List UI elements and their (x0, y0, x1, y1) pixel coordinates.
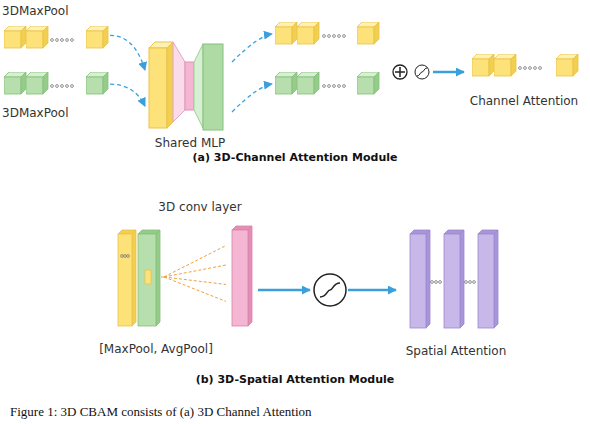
node-shape (145, 40, 235, 152)
node-label: [MaxPool, AvgPool] (99, 342, 213, 356)
input-cubes: 3DMaxPool (2, 68, 110, 122)
connector (110, 84, 145, 106)
connector (164, 246, 226, 302)
subfigure-caption: (b) 3D-Spatial Attention Module (196, 372, 395, 387)
output-cubes-yellow (275, 22, 379, 44)
sigmoid-symbol (314, 274, 346, 306)
node-shape (112, 226, 164, 358)
input-cubes: 3DMaxPool (2, 4, 110, 50)
sigmoid-symbol (415, 65, 429, 79)
node-label: Shared MLP (155, 136, 225, 150)
node-label: 3DMaxPool (2, 4, 69, 18)
flow-arrow (348, 289, 396, 292)
output-cubes-green (275, 72, 379, 94)
node-label: 3D conv layer (158, 200, 241, 214)
output-cubes: Channel Attention (468, 50, 580, 112)
node-shape (226, 200, 258, 330)
conv-layer: 3D conv layer (226, 200, 258, 330)
plus-symbol (393, 65, 407, 79)
subfigure-caption: (a) 3D-Channel Attention Module (193, 150, 398, 165)
spatial-maps: Spatial Attention (400, 226, 512, 360)
node-label: Channel Attention (470, 94, 578, 108)
figure-caption: Figure 1: 3D CBAM consists of (a) 3D Cha… (10, 404, 312, 419)
flow-arrow (433, 71, 464, 74)
connector (110, 35, 145, 70)
pooled-maps: [MaxPool, AvgPool] (112, 226, 164, 358)
flow-arrow (232, 34, 272, 62)
flow-arrow (232, 84, 272, 112)
node-label: 3DMaxPool (2, 106, 69, 120)
shared-mlp: Shared MLP (145, 40, 235, 152)
flow-arrow (258, 289, 310, 292)
node-label: Spatial Attention (406, 344, 507, 358)
node-shape (400, 226, 512, 360)
